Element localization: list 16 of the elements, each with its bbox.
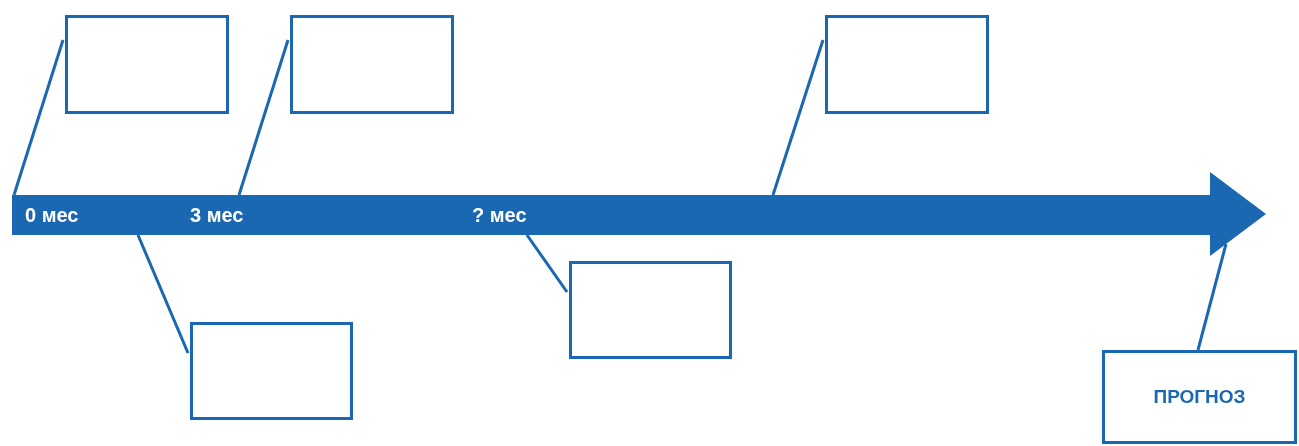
leader-line [12, 39, 65, 196]
empty-box [825, 15, 989, 114]
empty-box [290, 15, 454, 114]
forecast-box [1102, 350, 1297, 444]
empty-box [65, 15, 229, 114]
leader-line [771, 39, 825, 196]
leader-line [237, 39, 290, 196]
leader-line [136, 234, 190, 354]
empty-box [569, 261, 732, 359]
month-label: 3 мес [190, 203, 244, 227]
month-label: ? мес [472, 203, 527, 227]
empty-box [190, 322, 353, 420]
month-label: 0 мес [25, 203, 79, 227]
box-label: ПРОГНОЗ [1153, 386, 1246, 408]
leader-line [525, 234, 569, 293]
leader-line [1196, 243, 1228, 351]
